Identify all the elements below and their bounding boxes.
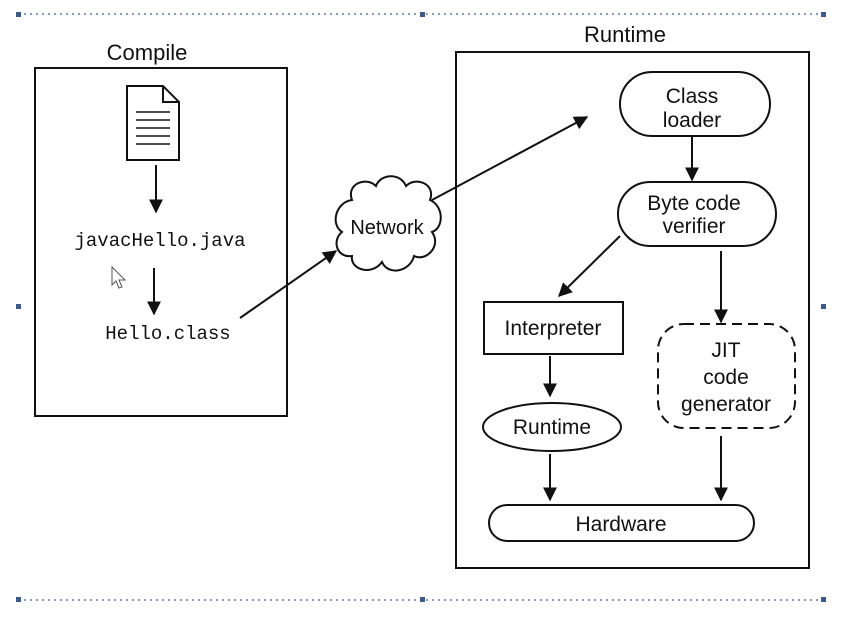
hello-class: Hello.class bbox=[105, 323, 230, 345]
selection-handle[interactable] bbox=[420, 597, 425, 602]
selection-handle[interactable] bbox=[821, 597, 826, 602]
jit-line2: code bbox=[703, 366, 749, 389]
compile-box bbox=[34, 67, 288, 417]
document-icon bbox=[126, 85, 180, 161]
arrow-class-to-network bbox=[239, 250, 338, 319]
interpreter-label: Interpreter bbox=[505, 317, 602, 340]
runtime-node: Runtime bbox=[482, 402, 622, 452]
selection-frame bbox=[16, 12, 826, 602]
compile-title: Compile bbox=[107, 40, 188, 65]
verifier-line2: verifier bbox=[662, 215, 725, 238]
selection-handle[interactable] bbox=[821, 12, 826, 17]
runtime-panel: Runtime Class loader Byte code verifier … bbox=[455, 22, 810, 569]
selection-handle[interactable] bbox=[16, 12, 21, 17]
jit-line1: JIT bbox=[711, 339, 740, 362]
class-loader-line1: Class bbox=[666, 85, 719, 108]
interpreter-node: Interpreter bbox=[483, 301, 624, 355]
runtime-title: Runtime bbox=[584, 22, 666, 47]
javac-command: javacHello.java bbox=[74, 230, 245, 252]
mouse-pointer-icon bbox=[111, 265, 127, 289]
compile-panel: Compile javacHello.java Hello.class bbox=[34, 40, 288, 417]
selection-handle[interactable] bbox=[16, 597, 21, 602]
selection-handle[interactable] bbox=[420, 12, 425, 17]
jit-node: JIT code generator bbox=[657, 323, 796, 429]
class-loader-node: Class loader bbox=[619, 71, 771, 137]
hardware-label: Hardware bbox=[575, 513, 666, 536]
arrow-network-to-runtime bbox=[431, 116, 589, 201]
runtime-node-label: Runtime bbox=[513, 416, 591, 439]
hardware-node: Hardware bbox=[488, 504, 755, 542]
network-label: Network bbox=[350, 217, 424, 239]
runtime-box bbox=[455, 51, 810, 569]
verifier-node: Byte code verifier bbox=[617, 181, 777, 247]
selection-handle[interactable] bbox=[16, 304, 21, 309]
selection-handle[interactable] bbox=[821, 304, 826, 309]
arrow-verifier-to-interpreter bbox=[558, 235, 621, 297]
jit-line3: generator bbox=[681, 393, 771, 416]
verifier-line1: Byte code bbox=[647, 192, 740, 215]
class-loader-line2: loader bbox=[663, 109, 721, 132]
network-cloud: Network bbox=[334, 175, 442, 272]
